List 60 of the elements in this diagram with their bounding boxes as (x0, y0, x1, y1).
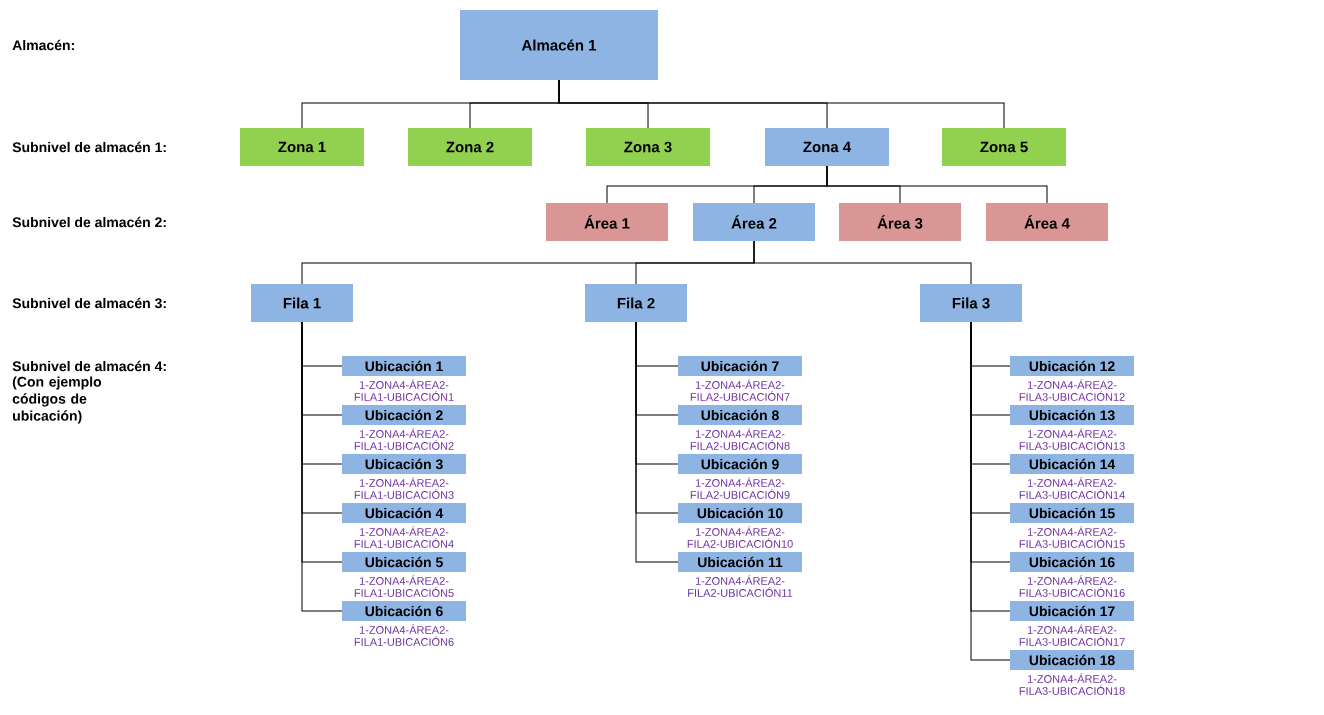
location-code: 1-ZONA4-ÁREA2-FILA2-UBICACIÓN11 (688, 575, 793, 597)
location-box: Ubicación 14 (1010, 454, 1134, 474)
location-code: 1-ZONA4-ÁREA2-FILA1-UBICACIÓN1 (354, 379, 454, 401)
connector-line (753, 240, 972, 285)
location-code: 1-ZONA4-ÁREA2-FILA3-UBICACIÓN14 (1019, 477, 1125, 499)
zone-box: Zona 2 (408, 128, 532, 166)
warehouse-box: Almacén 1 (460, 10, 658, 80)
location-box: Ubicación 3 (342, 454, 466, 474)
zone-box: Zona 5 (942, 128, 1066, 166)
location-code: 1-ZONA4-ÁREA2-FILA1-UBICACIÓN5 (354, 575, 454, 597)
level-label: (Con ejemplo códigos de ubicación) (12, 376, 102, 424)
zone-box: Zona 3 (586, 128, 710, 166)
connector-line (301, 321, 343, 612)
level-label: Subnivel de almacén 1: (12, 141, 166, 153)
location-code: 1-ZONA4-ÁREA2-FILA1-UBICACIÓN6 (354, 624, 454, 646)
location-code: 1-ZONA4-ÁREA2-FILA2-UBICACIÓN10 (687, 526, 793, 548)
zone-box: Zona 4 (765, 128, 889, 166)
level-label: Subnivel de almacén 2: (12, 216, 166, 228)
zone-box: Zona 1 (240, 128, 364, 166)
location-box: Ubicación 13 (1010, 405, 1134, 425)
location-box: Ubicación 9 (678, 454, 802, 474)
location-box: Ubicación 12 (1010, 356, 1134, 376)
location-box: Ubicación 15 (1010, 503, 1134, 523)
location-box: Ubicación 7 (678, 356, 802, 376)
area-box: Área 1 (546, 203, 668, 241)
location-code: 1-ZONA4-ÁREA2-FILA2-UBICACIÓN7 (690, 379, 790, 401)
area-box: Área 3 (839, 203, 961, 241)
connector-line (635, 321, 679, 563)
location-code: 1-ZONA4-ÁREA2-FILA3-UBICACIÓN17 (1019, 624, 1125, 646)
row-box: Fila 2 (585, 284, 687, 322)
location-box: Ubicación 10 (678, 503, 802, 523)
location-code: 1-ZONA4-ÁREA2-FILA1-UBICACIÓN3 (354, 477, 454, 499)
level-label: Almacén: (12, 39, 74, 51)
area-box: Área 2 (693, 203, 815, 241)
location-code: 1-ZONA4-ÁREA2-FILA3-UBICACIÓN16 (1019, 575, 1125, 597)
location-box: Ubicación 5 (342, 552, 466, 572)
row-box: Fila 1 (251, 284, 353, 322)
connector-line (558, 79, 1005, 129)
location-box: Ubicación 11 (678, 552, 802, 572)
location-code: 1-ZONA4-ÁREA2-FILA3-UBICACIÓN12 (1019, 379, 1125, 401)
area-box: Área 4 (986, 203, 1108, 241)
location-box: Ubicación 2 (342, 405, 466, 425)
location-code: 1-ZONA4-ÁREA2-FILA2-UBICACIÓN8 (690, 428, 790, 450)
location-box: Ubicación 4 (342, 503, 466, 523)
location-box: Ubicación 18 (1010, 650, 1134, 670)
connector-line (826, 165, 1048, 204)
location-box: Ubicación 6 (342, 601, 466, 621)
location-code: 1-ZONA4-ÁREA2-FILA1-UBICACIÓN4 (354, 526, 454, 548)
level-label: Subnivel de almacén 4: (12, 360, 166, 372)
level-label: Subnivel de almacén 3: (12, 297, 166, 309)
location-code: 1-ZONA4-ÁREA2-FILA3-UBICACIÓN18 (1019, 673, 1125, 695)
location-box: Ubicación 17 (1010, 601, 1134, 621)
location-code: 1-ZONA4-ÁREA2-FILA2-UBICACIÓN9 (690, 477, 790, 499)
location-code: 1-ZONA4-ÁREA2-FILA3-UBICACIÓN15 (1019, 526, 1125, 548)
location-code: 1-ZONA4-ÁREA2-FILA1-UBICACIÓN2 (354, 428, 454, 450)
row-box: Fila 3 (920, 284, 1022, 322)
location-box: Ubicación 16 (1010, 552, 1134, 572)
location-box: Ubicación 8 (678, 405, 802, 425)
location-code: 1-ZONA4-ÁREA2-FILA3-UBICACIÓN13 (1019, 428, 1125, 450)
location-box: Ubicación 1 (342, 356, 466, 376)
